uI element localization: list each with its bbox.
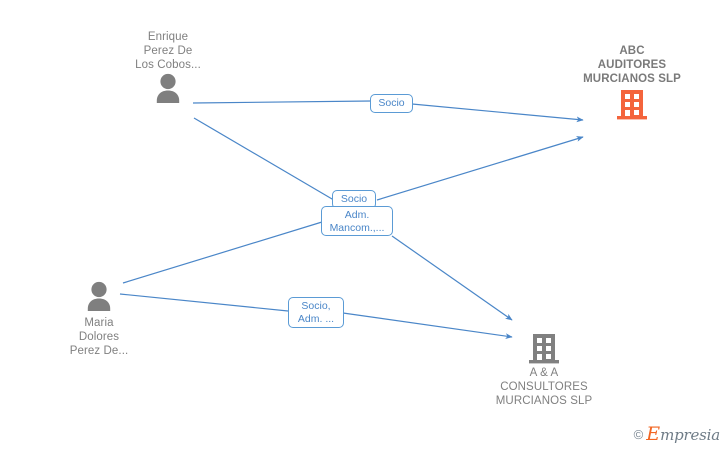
edge-centerbox-abc <box>376 136 584 201</box>
building-icon <box>557 86 707 122</box>
empresia-watermark: © Empresia <box>633 423 721 445</box>
edge-label-adm-mancom[interactable]: Adm. Mancom.,... <box>321 206 393 236</box>
building-icon <box>469 330 619 366</box>
edge-label-socio-adm[interactable]: Socio, Adm. ... <box>288 297 344 328</box>
edge-label-socio-top[interactable]: Socio <box>370 94 413 113</box>
watermark-brand-initial: E <box>646 423 661 445</box>
node-person-enrique[interactable]: Enrique Perez De Los Cobos... <box>93 30 243 108</box>
watermark-brand-rest: mpresia <box>660 426 720 444</box>
person-icon <box>24 280 174 316</box>
copyright-icon: © <box>633 427 644 442</box>
node-company-aa[interactable]: A & A CONSULTORES MURCIANOS SLP <box>469 330 619 408</box>
node-label-aa: A & A CONSULTORES MURCIANOS SLP <box>495 367 593 407</box>
node-person-maria[interactable]: Maria Dolores Perez De... <box>24 280 174 358</box>
node-label-enrique: Enrique Perez De Los Cobos... <box>135 31 201 71</box>
edge-enrique-centerbox <box>193 117 345 207</box>
person-icon <box>93 72 243 108</box>
edge-centerbox-aa <box>391 235 513 321</box>
node-label-abc: ABC AUDITORES MURCIANOS SLP <box>583 45 681 85</box>
node-company-abc[interactable]: ABC AUDITORES MURCIANOS SLP <box>557 44 707 122</box>
node-label-maria: Maria Dolores Perez De... <box>69 317 129 357</box>
edge-maria-centerbox <box>122 221 323 284</box>
